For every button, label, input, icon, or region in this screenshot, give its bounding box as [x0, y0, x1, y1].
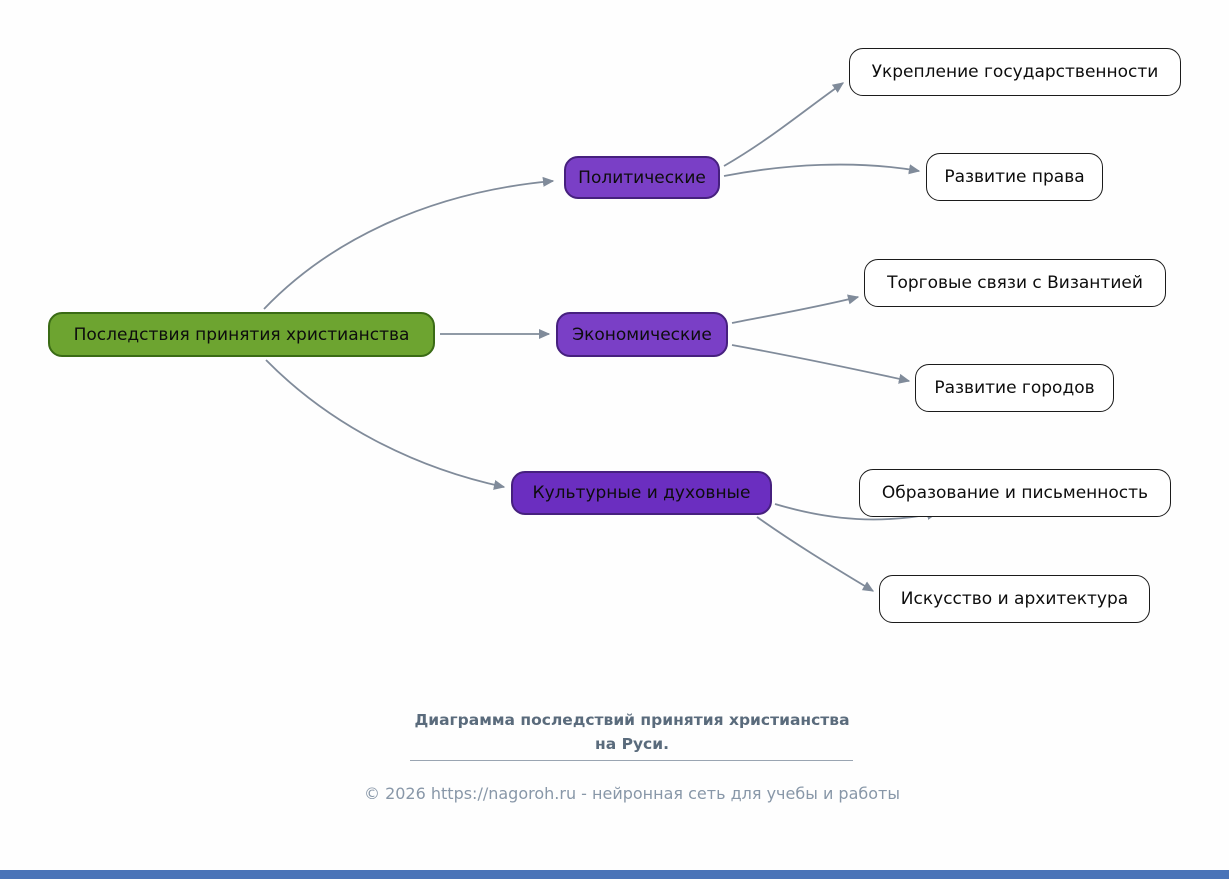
caption-line-1: Диаграмма последствий принятия христианс…: [414, 711, 850, 729]
node-root-consequences: Последствия принятия христианства: [48, 312, 435, 357]
edge-economic-trade: [731, 294, 860, 324]
edge-root-cultural: [265, 359, 506, 490]
node-cultural-spiritual: Культурные и духовные: [511, 471, 772, 515]
caption-line-2: на Руси.: [595, 735, 669, 754]
node-byzantium-trade: Торговые связи с Византией: [864, 259, 1166, 307]
edge-cultural-art: [756, 516, 875, 592]
diagram-caption: Диаграмма последствий принятия христианс…: [232, 708, 1032, 756]
node-city-development: Развитие городов: [915, 364, 1114, 412]
edge-political-state: [723, 82, 845, 167]
node-law-development: Развитие права: [926, 153, 1103, 201]
edge-political-law: [723, 163, 921, 177]
node-state-strengthening: Укрепление государственности: [849, 48, 1181, 96]
node-political: Политические: [564, 156, 720, 199]
edge-root-political: [263, 176, 555, 310]
edge-economic-cities: [731, 344, 911, 384]
bottom-accent-bar: [0, 870, 1229, 879]
copyright-text: © 2026 https://nagoroh.ru - нейронная се…: [363, 784, 900, 803]
node-economic: Экономические: [556, 312, 728, 357]
footer-divider: [410, 760, 853, 761]
node-education-literacy: Образование и письменность: [859, 469, 1171, 517]
node-art-architecture: Искусство и архитектура: [879, 575, 1150, 623]
